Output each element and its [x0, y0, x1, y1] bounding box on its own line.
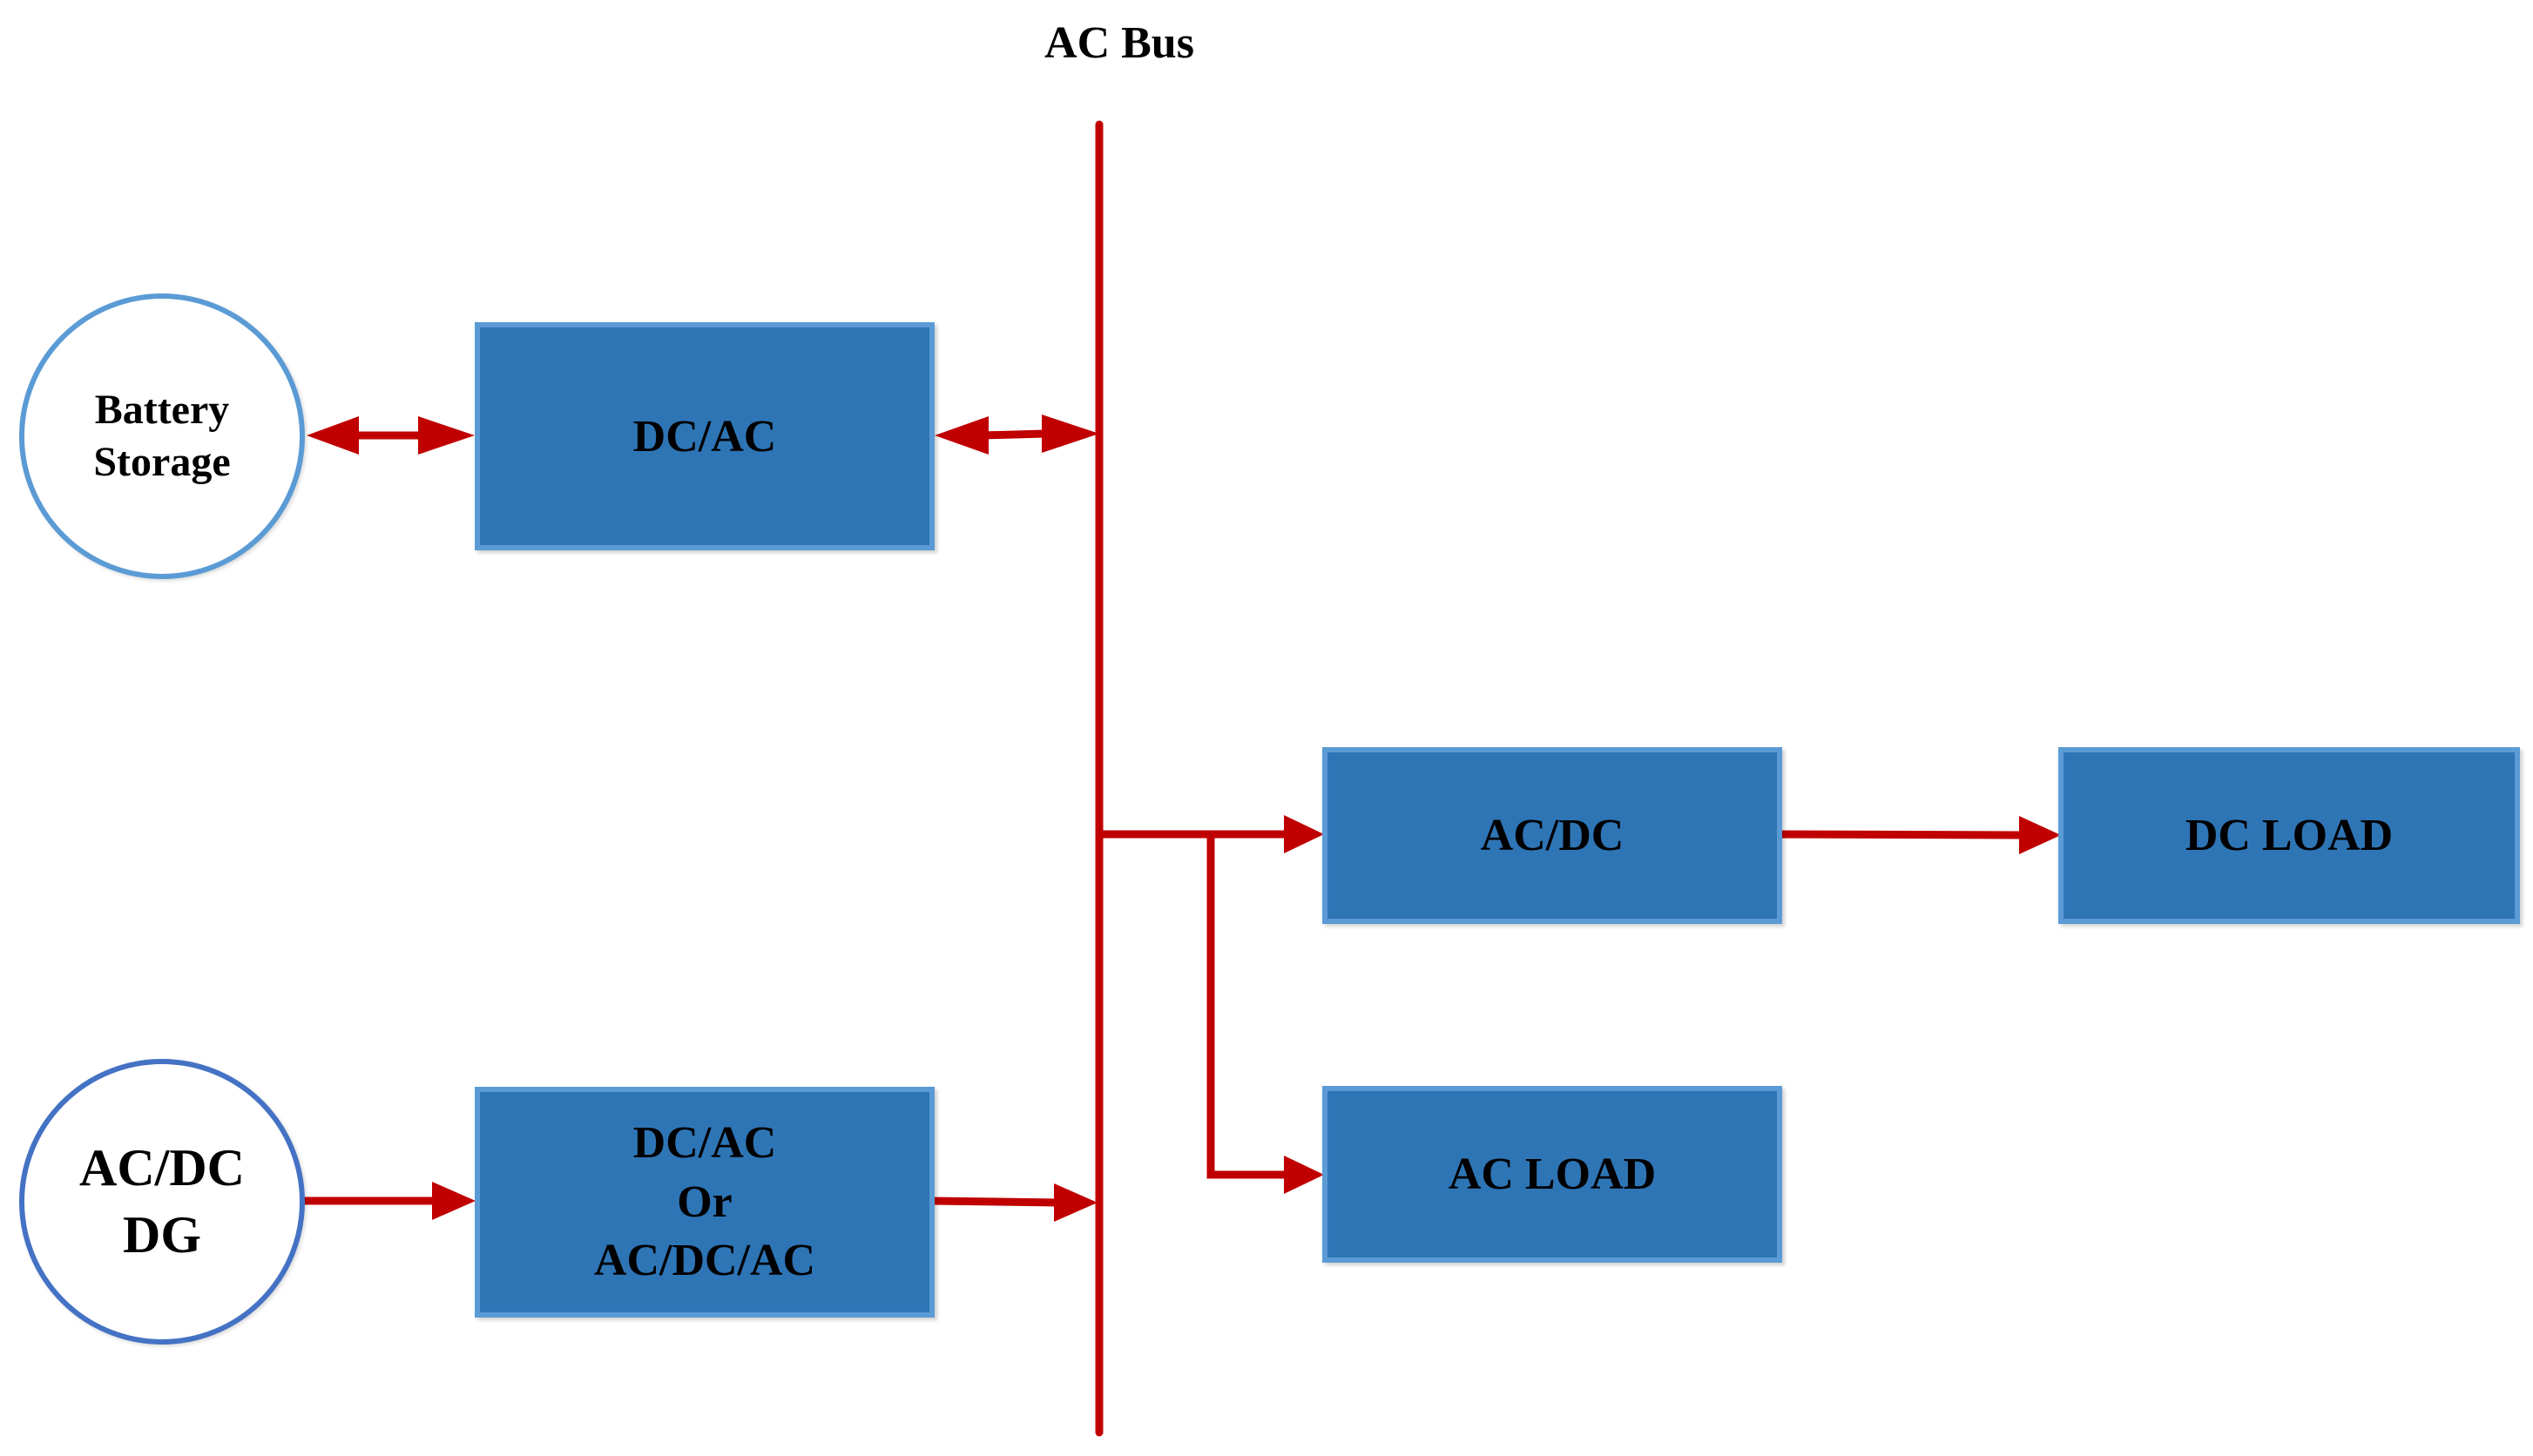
dg-label: AC/DC DG: [79, 1135, 245, 1269]
arrow-dcac-bottom-bus: [928, 1183, 1098, 1222]
arrow-bus-acdc: [1099, 815, 1324, 853]
dcac-top-label: DC/AC: [632, 411, 777, 462]
arrow-dg-dcac: [303, 1182, 476, 1220]
dcac-converter-bottom: DC/AC Or AC/DC/AC: [475, 1087, 935, 1318]
battery-storage-node: Battery Storage: [19, 293, 305, 579]
dc-load: DC LOAD: [2058, 747, 2520, 924]
dc-load-label: DC LOAD: [2185, 811, 2394, 860]
battery-label-line2: Storage: [93, 439, 231, 485]
ac-bus-label: AC Bus: [1044, 17, 1194, 68]
acdc-label: AC/DC: [1480, 811, 1624, 860]
dcac-bottom-line1: DC/AC: [632, 1118, 777, 1169]
ac-load-label: AC LOAD: [1448, 1149, 1657, 1199]
dg-label-line1: AC/DC: [79, 1139, 245, 1197]
arrow-dcac-bus: [935, 415, 1099, 455]
dg-node: AC/DC DG: [19, 1059, 305, 1345]
dcac-bottom-label: DC/AC Or AC/DC/AC: [594, 1114, 815, 1291]
dcac-bottom-line2: Or: [677, 1176, 733, 1227]
battery-storage-label: Battery Storage: [93, 384, 230, 489]
battery-label-line1: Battery: [94, 387, 230, 433]
arrow-acdc-dcload: [1776, 816, 2061, 854]
arrow-bus-acload: [1206, 830, 1324, 1194]
dcac-converter-top: DC/AC: [475, 322, 935, 550]
dg-label-line2: DG: [123, 1206, 201, 1264]
arrow-battery-dcac: [307, 416, 475, 455]
ac-load: AC LOAD: [1322, 1086, 1782, 1263]
dcac-bottom-line3: AC/DC/AC: [593, 1236, 816, 1286]
acdc-converter: AC/DC: [1322, 747, 1782, 924]
